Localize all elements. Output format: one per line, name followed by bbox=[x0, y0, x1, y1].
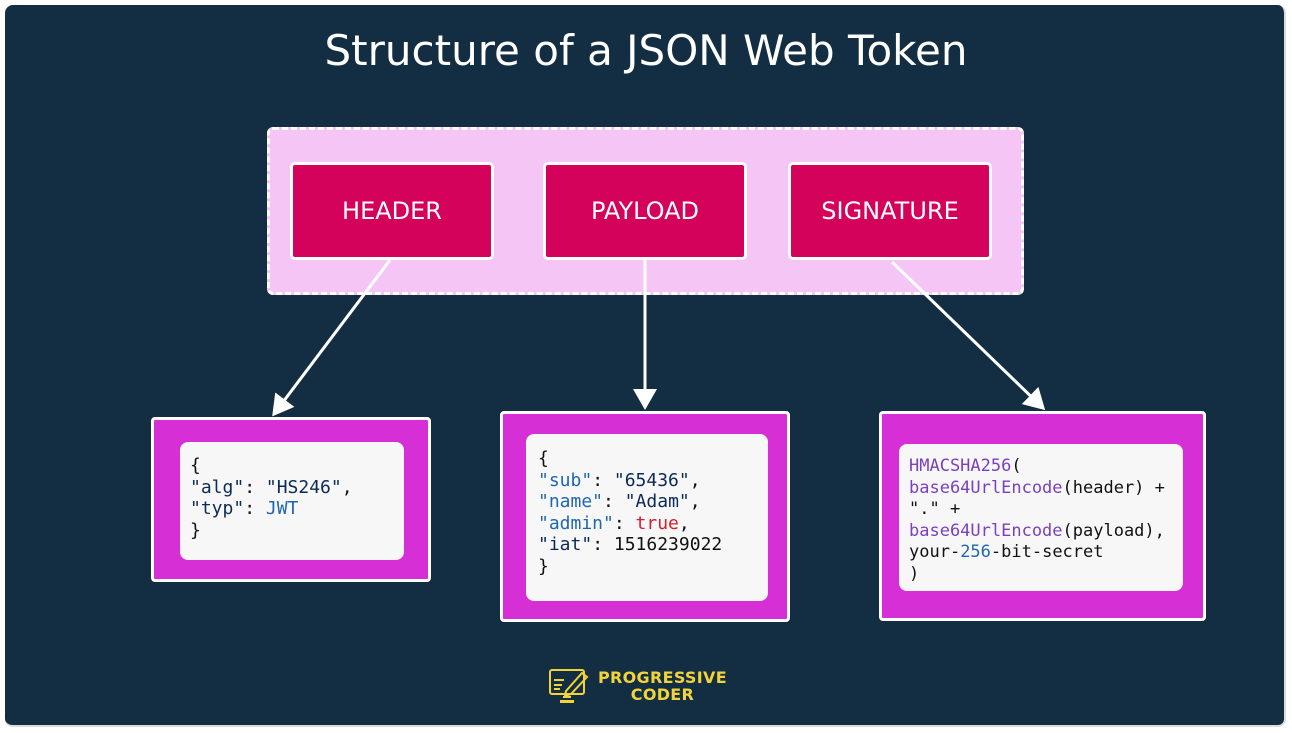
code-value: true bbox=[635, 512, 679, 534]
code-function: HMACSHA256 bbox=[909, 456, 1012, 476]
code-sep: : bbox=[244, 476, 266, 498]
payload-part-box: PAYLOAD bbox=[543, 162, 747, 260]
signature-part-label: SIGNATURE bbox=[821, 197, 959, 225]
code-secret: your- bbox=[909, 542, 961, 562]
brand-line-1: PROGRESSIVE bbox=[598, 668, 727, 687]
code-brace: { bbox=[190, 455, 201, 476]
code-key: "admin" bbox=[538, 512, 614, 534]
code-sep: : bbox=[244, 498, 266, 519]
code-key: "name" bbox=[538, 491, 604, 512]
code-sep: : bbox=[592, 534, 614, 555]
brand-logo: PROGRESSIVE CODER bbox=[548, 667, 727, 705]
code-comma: , bbox=[678, 512, 690, 534]
computer-pencil-icon bbox=[549, 669, 589, 703]
code-comma: , bbox=[689, 469, 701, 491]
code-key: "iat" bbox=[538, 534, 593, 555]
brand-name: PROGRESSIVE CODER bbox=[598, 669, 727, 703]
code-sep: : bbox=[592, 469, 614, 491]
code-number: 256 bbox=[960, 542, 991, 562]
code-brace: { bbox=[538, 448, 549, 469]
code-secret: -bit-secret bbox=[990, 542, 1104, 562]
code-function: base64UrlEncode bbox=[909, 477, 1063, 498]
header-part-label: HEADER bbox=[342, 197, 442, 225]
code-value: 1516239022 bbox=[613, 534, 723, 555]
diagram-title: Structure of a JSON Web Token bbox=[324, 26, 968, 75]
code-sep: : bbox=[613, 512, 636, 534]
brand-line-2: CODER bbox=[630, 685, 695, 704]
signature-code-block: HMACSHA256( base64UrlEncode(header) + ".… bbox=[899, 444, 1183, 591]
header-code-panel: { "alg": "HS246", "typ": JWT } bbox=[151, 417, 431, 582]
payload-code-panel: { "sub": "65436", "name": "Adam", "admin… bbox=[500, 411, 790, 622]
header-code-block: { "alg": "HS246", "typ": JWT } bbox=[180, 442, 404, 560]
header-part-box: HEADER bbox=[290, 162, 494, 260]
code-dot: "." + bbox=[909, 499, 961, 519]
code-brace: } bbox=[538, 555, 549, 577]
code-arg: (header) + bbox=[1062, 477, 1165, 498]
code-key: "typ" bbox=[190, 498, 245, 519]
code-paren: ( bbox=[1011, 456, 1022, 476]
code-key: "alg" bbox=[190, 476, 245, 498]
payload-part-label: PAYLOAD bbox=[590, 197, 700, 225]
code-sep: : bbox=[603, 491, 625, 512]
code-key: "sub" bbox=[538, 469, 593, 491]
code-comma: , bbox=[689, 491, 701, 512]
payload-code-block: { "sub": "65436", "name": "Adam", "admin… bbox=[526, 434, 768, 601]
code-brace: } bbox=[190, 519, 201, 541]
code-value: JWT bbox=[265, 498, 299, 519]
code-value: "65436" bbox=[613, 469, 690, 491]
code-arg: (payload), bbox=[1062, 520, 1165, 541]
code-paren: ) bbox=[909, 563, 920, 584]
code-comma: , bbox=[341, 476, 353, 498]
code-value: "Adam" bbox=[624, 491, 690, 512]
signature-code-panel: HMACSHA256( base64UrlEncode(header) + ".… bbox=[879, 411, 1206, 621]
signature-part-box: SIGNATURE bbox=[788, 162, 992, 260]
code-value: "HS246" bbox=[265, 476, 342, 498]
code-function: base64UrlEncode bbox=[909, 520, 1063, 541]
